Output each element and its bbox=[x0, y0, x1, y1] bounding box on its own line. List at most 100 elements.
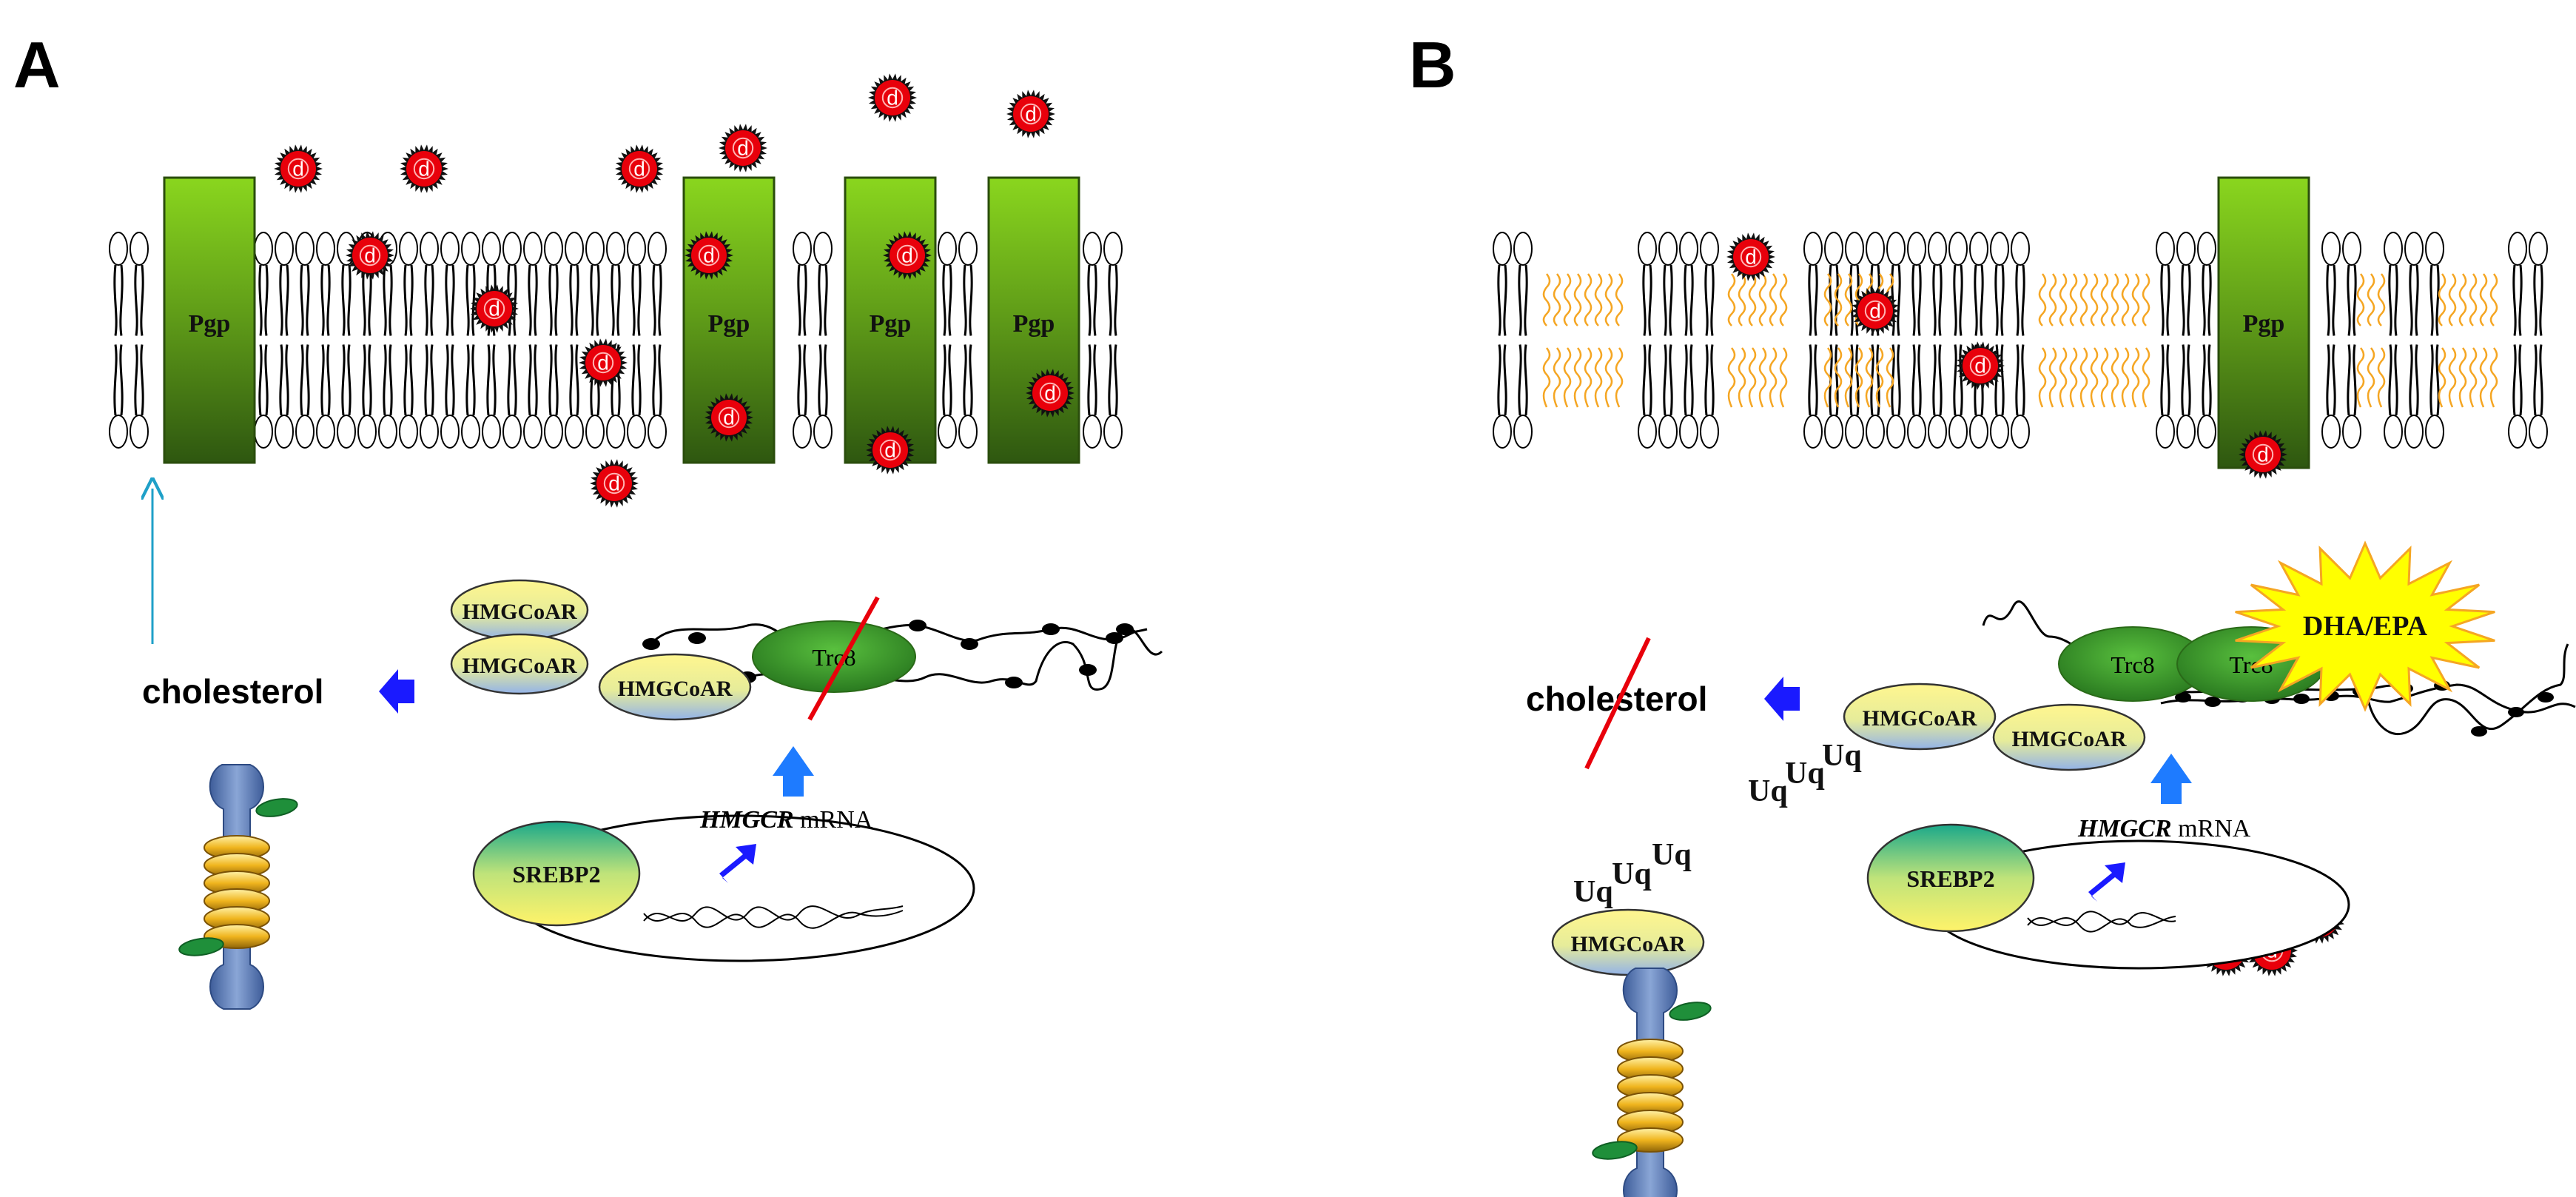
lipid-tail bbox=[1114, 264, 1118, 336]
hmgcr-mrna-label: HMGCR mRNA bbox=[699, 806, 873, 834]
ubiquitin-label: Uq bbox=[1573, 875, 1613, 909]
omega3-lipid bbox=[2438, 347, 2446, 408]
lipid-tail bbox=[969, 264, 973, 336]
lipid-head bbox=[295, 415, 315, 449]
lipid-tail bbox=[2394, 264, 2398, 336]
chain-bead bbox=[2508, 707, 2524, 717]
omega3-lipid bbox=[2458, 347, 2467, 408]
lipid-head bbox=[1824, 415, 1843, 449]
lipid-tail bbox=[1938, 264, 1943, 336]
drug-label: d bbox=[633, 158, 645, 181]
omega3-lipid bbox=[1823, 273, 1832, 326]
omega3-lipid bbox=[1748, 347, 1757, 408]
lipid-head bbox=[275, 232, 294, 266]
lipid-head bbox=[1948, 232, 1968, 266]
lipid-tail bbox=[803, 264, 807, 336]
lipid-tail bbox=[575, 344, 579, 416]
lipid-head bbox=[2342, 232, 2361, 266]
lipid-tail bbox=[2394, 344, 2398, 416]
hmgcoar-label: HMGCoAR bbox=[2012, 727, 2127, 751]
drug-molecule: d bbox=[1851, 286, 1900, 335]
hmgcoar-enzyme-b3: HMGCoAR bbox=[1551, 908, 1705, 976]
chain-bead bbox=[1042, 623, 1060, 635]
lipid-tail bbox=[119, 264, 124, 336]
omega3-lipid bbox=[2469, 347, 2478, 408]
omega3-lipid bbox=[2079, 273, 2088, 326]
lipid-tail bbox=[818, 264, 822, 336]
lipid-tail bbox=[445, 264, 449, 336]
lipid-head bbox=[1493, 415, 1512, 449]
lipid-tail bbox=[1087, 344, 1092, 416]
omega3-lipid bbox=[2121, 273, 2130, 326]
lipid-head bbox=[544, 232, 563, 266]
omega3-lipid bbox=[1563, 347, 1572, 408]
lipid-head bbox=[1700, 415, 1719, 449]
omega3-lipid bbox=[1604, 347, 1613, 408]
lipid-tail bbox=[362, 344, 366, 416]
hmgcoar-label: HMGCoAR bbox=[1571, 932, 1686, 956]
omega3-lipid bbox=[1563, 273, 1572, 326]
chain-bead bbox=[2175, 692, 2191, 703]
lipid-head bbox=[1638, 232, 1657, 266]
lipid-head bbox=[1103, 232, 1123, 266]
lipid-head bbox=[440, 415, 460, 449]
lipid-head bbox=[1493, 232, 1512, 266]
lipid-tail bbox=[320, 344, 325, 416]
lipid-head bbox=[109, 415, 128, 449]
lipid-head bbox=[1928, 415, 1947, 449]
lipid-tail bbox=[534, 344, 538, 416]
omega3-lipid bbox=[1758, 347, 1767, 408]
lipid-tail bbox=[1093, 344, 1097, 416]
lipid-tail bbox=[658, 264, 662, 336]
lipid-head bbox=[2529, 415, 2548, 449]
omega3-lipid bbox=[2111, 273, 2119, 326]
lipid-tail bbox=[2347, 344, 2351, 416]
lipid-tail bbox=[948, 264, 952, 336]
synthesis-arrow bbox=[1764, 677, 1800, 721]
ubiquitin-chain-b1: Uq Uq Uq bbox=[1748, 739, 1862, 808]
lipid-tail bbox=[383, 344, 387, 416]
lipid-tail bbox=[368, 264, 372, 336]
lipid-tail bbox=[403, 344, 408, 416]
lipid-head bbox=[1948, 415, 1968, 449]
lipid-tail bbox=[2353, 344, 2357, 416]
lipid-head bbox=[295, 232, 315, 266]
omega3-lipid bbox=[2448, 273, 2457, 326]
drug-label: d bbox=[418, 158, 430, 181]
lipid-head bbox=[523, 232, 542, 266]
lipid-tail bbox=[2015, 264, 2020, 336]
lipid-tail bbox=[963, 344, 967, 416]
lipid-head bbox=[502, 415, 522, 449]
lipid-tail bbox=[140, 264, 144, 336]
lipid-tail bbox=[341, 344, 346, 416]
lipid-tail bbox=[2332, 344, 2336, 416]
drug-label: d bbox=[884, 439, 896, 462]
omega3-lipid bbox=[1748, 273, 1757, 326]
chain-bead bbox=[1116, 623, 1134, 635]
lipid-tail bbox=[1808, 264, 1812, 336]
lipid-tail bbox=[824, 264, 828, 336]
lipid-tail bbox=[2415, 264, 2419, 336]
lipid-tail bbox=[2166, 344, 2170, 416]
omega3-lipid bbox=[2090, 347, 2099, 408]
lipid-tail bbox=[534, 264, 538, 336]
membrane-bilayer-b bbox=[1493, 232, 2548, 449]
lipid-tail bbox=[119, 344, 124, 416]
lipid-head bbox=[1513, 232, 1533, 266]
lipid-head bbox=[938, 232, 957, 266]
lipid-tail bbox=[569, 344, 574, 416]
lipid-head bbox=[793, 232, 812, 266]
lipid-tail bbox=[2187, 264, 2191, 336]
lipid-tail bbox=[1829, 264, 1833, 336]
drug-label: d bbox=[737, 137, 749, 160]
lipid-head bbox=[1866, 415, 1885, 449]
lipid-tail bbox=[1710, 344, 1715, 416]
omega3-lipid bbox=[1865, 347, 1874, 408]
omega3-lipid bbox=[2048, 347, 2057, 408]
lipid-tail bbox=[1669, 264, 1673, 336]
lipid-head bbox=[2404, 232, 2424, 266]
omega3-lipid bbox=[1573, 347, 1582, 408]
lipid-tail bbox=[2181, 344, 2185, 416]
lipid-head bbox=[2176, 415, 2196, 449]
